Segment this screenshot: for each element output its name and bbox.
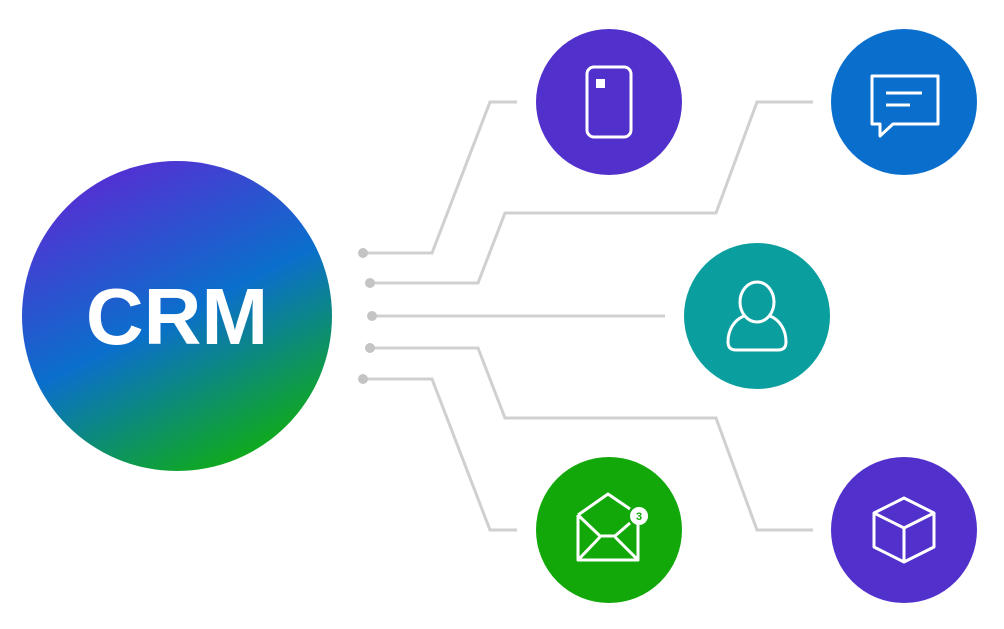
node-circle — [536, 457, 682, 603]
connector-dot — [367, 311, 377, 321]
node-mail: 3 — [536, 457, 682, 603]
crm-hub-circle — [22, 161, 332, 471]
chat-icon — [870, 74, 940, 138]
connector-dot — [358, 374, 368, 384]
connector-chat — [370, 100, 813, 285]
crm-label: CRM — [86, 272, 268, 361]
mail-icon — [576, 492, 640, 562]
connector-dot — [358, 248, 368, 258]
crm-hub: CRM — [22, 161, 332, 471]
box-icon — [872, 496, 936, 564]
node-phone — [536, 29, 682, 175]
phone-icon — [585, 65, 633, 139]
connector-dot — [365, 343, 375, 353]
node-circle — [536, 29, 682, 175]
node-user — [684, 243, 830, 389]
notification-badge — [630, 507, 648, 525]
user-icon — [726, 280, 788, 352]
node-box — [831, 457, 977, 603]
connector-dots — [358, 248, 377, 384]
node-circle — [831, 29, 977, 175]
connector-dot — [365, 278, 375, 288]
node-circle — [684, 243, 830, 389]
connector-mail — [363, 377, 517, 532]
node-chat — [831, 29, 977, 175]
connectors — [363, 100, 813, 532]
notification-count: 3 — [636, 511, 642, 523]
connector-phone — [363, 100, 517, 255]
connector-box — [370, 346, 813, 532]
